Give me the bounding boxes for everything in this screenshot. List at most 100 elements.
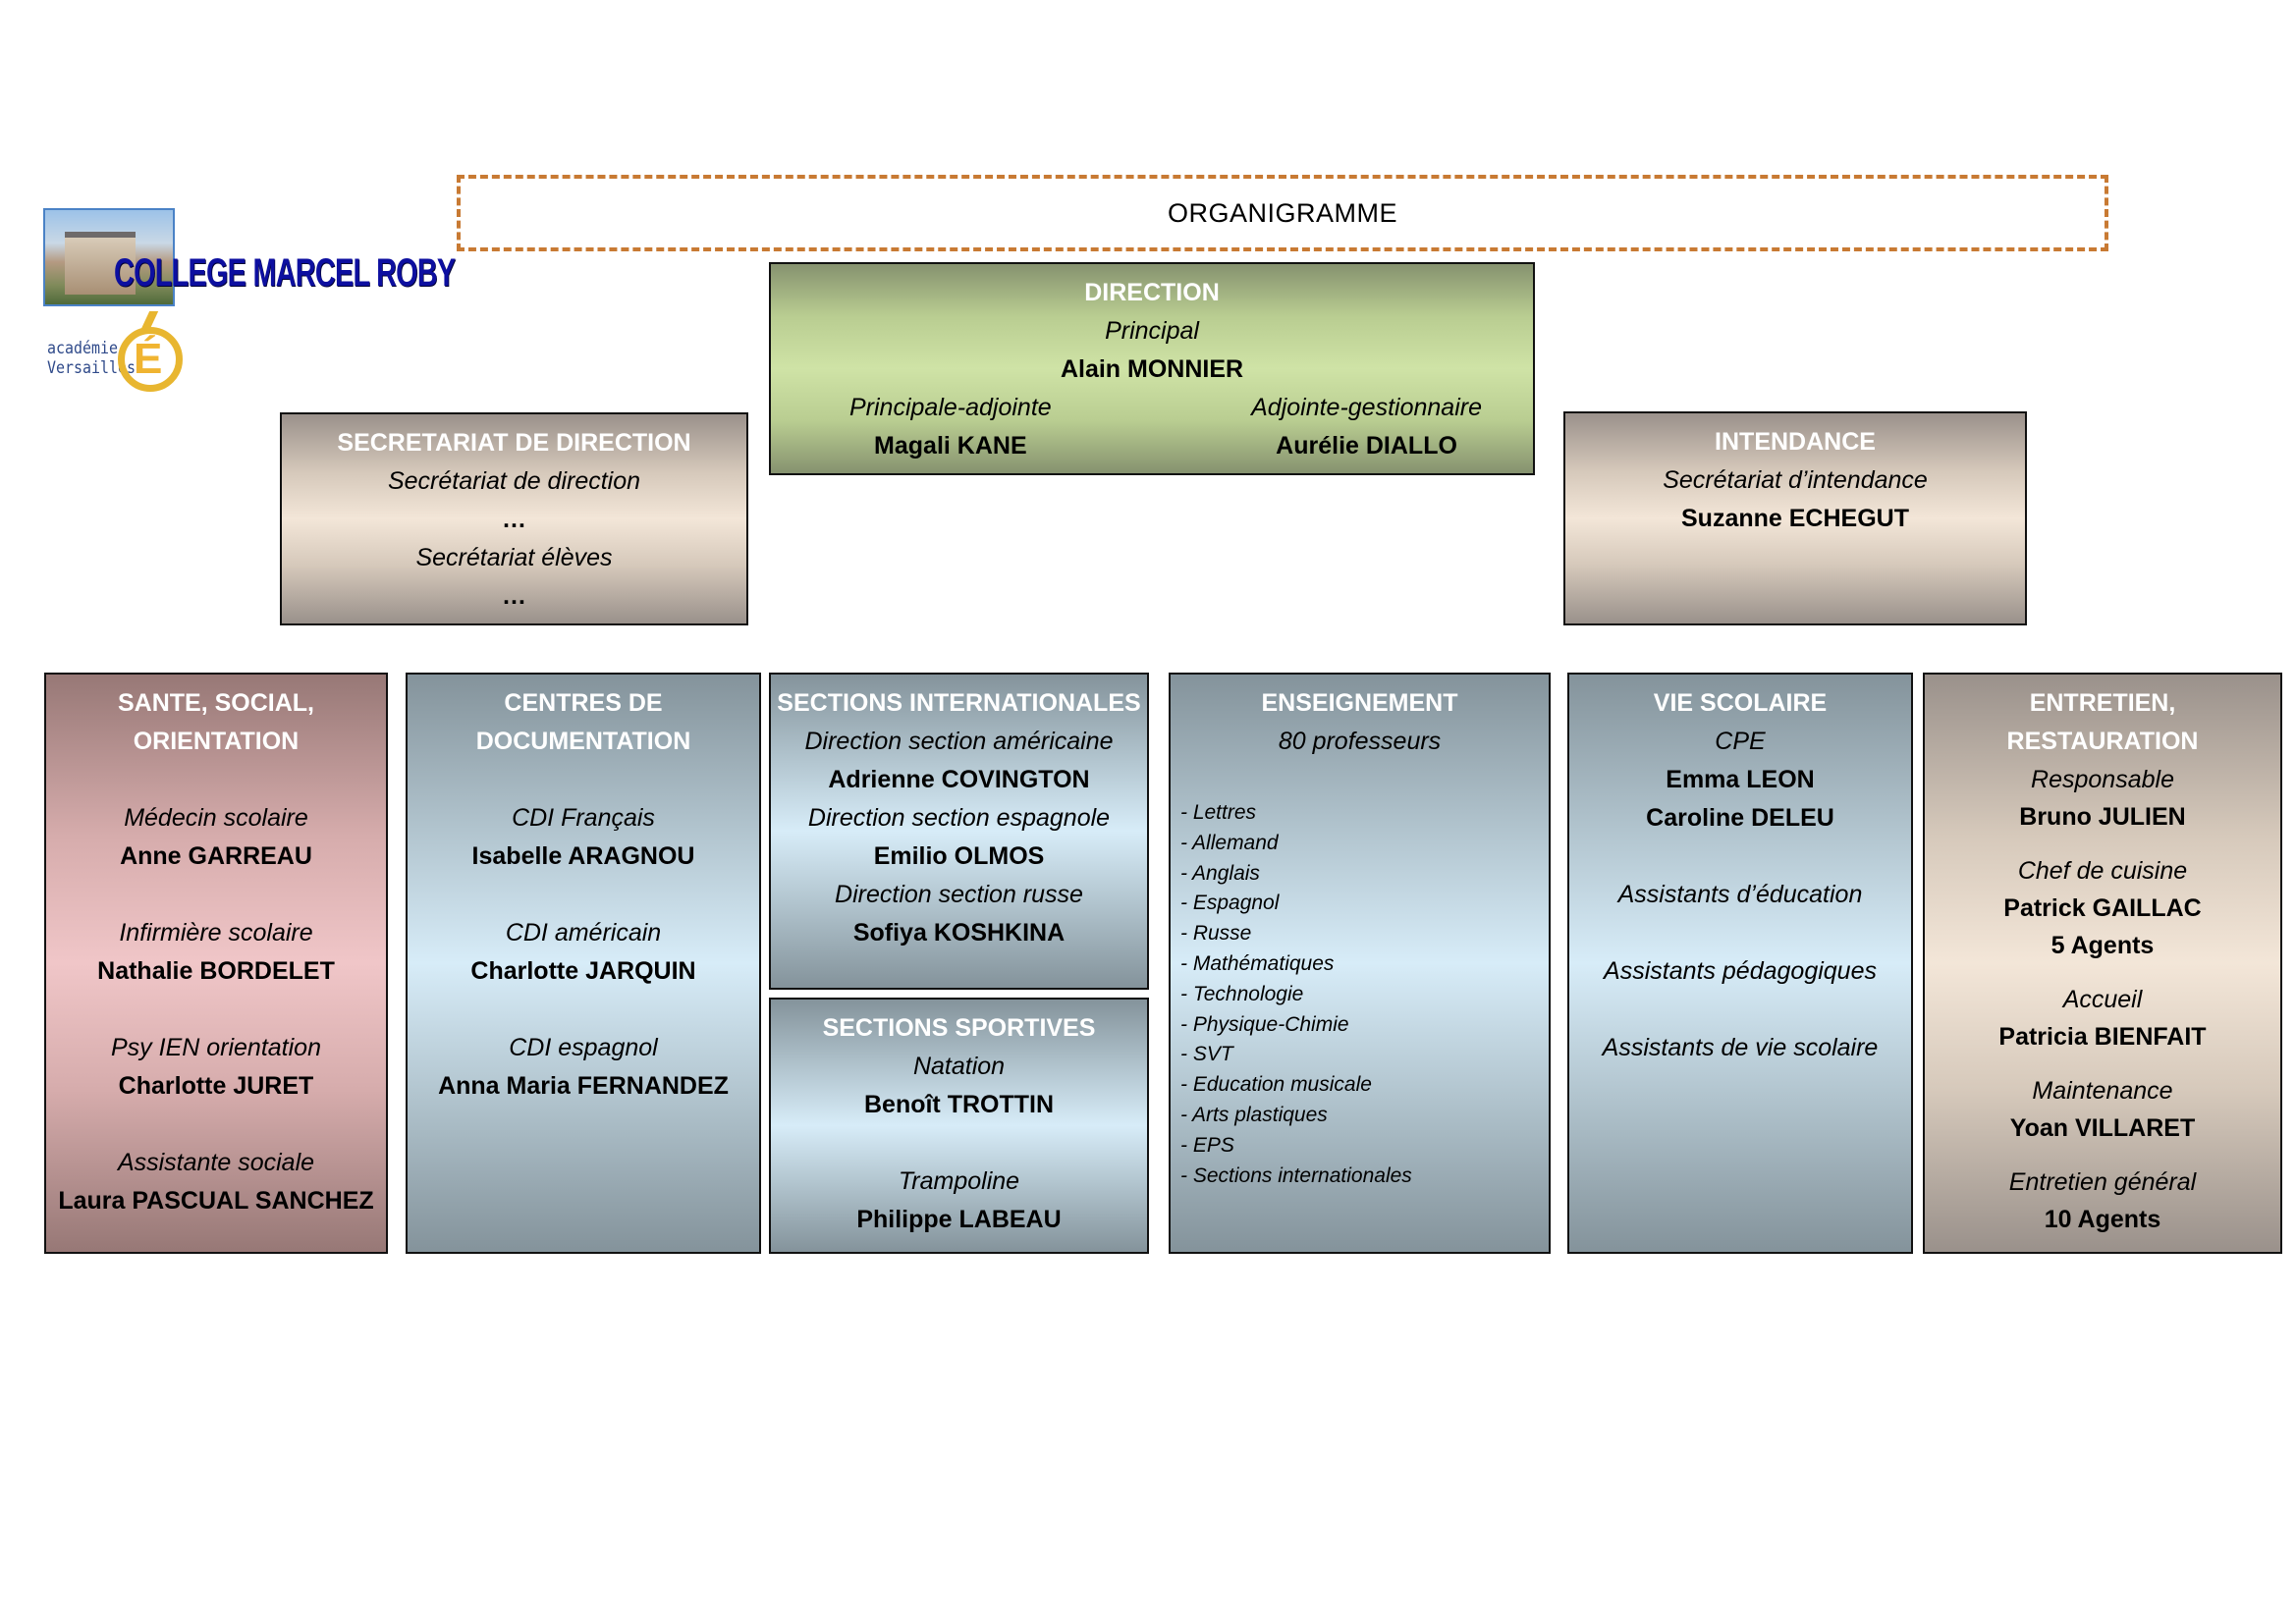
cdi-header-line2: DOCUMENTATION — [475, 728, 691, 755]
principal-name: Alain MONNIER — [1060, 355, 1244, 383]
page-title: ORGANIGRAMME — [1167, 197, 1397, 228]
subject-item: - Russe — [1180, 922, 1252, 946]
principal-role: Principal — [1105, 317, 1199, 345]
school-name: COLLEGE MARCEL ROBY — [114, 251, 456, 295]
assistant-role: Assistants de vie scolaire — [1602, 1034, 1879, 1061]
secretariat-header: SECRETARIAT DE DIRECTION — [337, 429, 691, 457]
school-building-photo — [43, 208, 175, 306]
general-role: Entretien général — [2008, 1168, 2197, 1196]
sport-role: Natation — [912, 1053, 1006, 1080]
section-role: Direction section espagnole — [807, 804, 1111, 832]
cdi-header-line1: CENTRES DE — [504, 689, 663, 717]
subject-list: - Lettres - Allemand - Anglais - Espagno… — [1171, 798, 1549, 1191]
sport-name: Philippe LABEAU — [856, 1206, 1062, 1233]
section-name: Sofiya KOSHKINA — [852, 919, 1066, 947]
intendance-box: INTENDANCE Secrétariat d’intendance Suza… — [1563, 411, 2027, 625]
subject-item: - SVT — [1180, 1043, 1233, 1066]
direction-box: DIRECTION Principal Alain MONNIER Princi… — [769, 262, 1535, 475]
sections-internationales-box: SECTIONS INTERNATIONALES Direction secti… — [769, 673, 1149, 990]
sante-name: Nathalie BORDELET — [97, 957, 335, 985]
entretien-header-line1: ENTRETIEN, — [2029, 689, 2176, 717]
subject-item: - Lettres — [1180, 801, 1257, 824]
assistant-role: Assistants pédagogiques — [1604, 957, 1877, 985]
gestionnaire-column: Adjointe-gestionnaire Aurélie DIALLO — [1251, 389, 1482, 465]
academy-line2: Versailles — [47, 358, 137, 378]
adjoint-name: Magali KANE — [874, 432, 1027, 460]
accueil-role: Accueil — [2062, 986, 2143, 1013]
sante-role: Infirmière scolaire — [119, 919, 313, 947]
intendance-role: Secrétariat d’intendance — [1663, 466, 1928, 494]
cpe-role: CPE — [1715, 728, 1766, 755]
subject-item: - Anglais — [1180, 861, 1260, 885]
intendance-name: Suzanne ECHEGUT — [1681, 505, 1909, 532]
chef-agents: 5 Agents — [2050, 932, 2155, 959]
entretien-box: ENTRETIEN, RESTAURATION Responsable Brun… — [1923, 673, 2282, 1254]
academy-emblem-accent-icon — [140, 311, 159, 329]
enseignement-box: ENSEIGNEMENT 80 professeurs - Lettres - … — [1169, 673, 1551, 1254]
sante-role: Médecin scolaire — [124, 804, 308, 832]
subject-item: - Allemand — [1180, 831, 1279, 854]
sections-internationales-header: SECTIONS INTERNATIONALES — [777, 689, 1141, 717]
secretariat-role-2: Secrétariat élèves — [415, 544, 613, 571]
secretariat-name-1: … — [502, 506, 526, 533]
responsable-name: Bruno JULIEN — [2019, 803, 2186, 831]
sante-name: Laura PASCUAL SANCHEZ — [58, 1187, 374, 1215]
subject-item: - Espagnol — [1180, 892, 1280, 915]
intendance-header: INTENDANCE — [1715, 428, 1876, 456]
vie-scolaire-box: VIE SCOLAIRE CPE Emma LEON Caroline DELE… — [1567, 673, 1913, 1254]
academy-emblem-icon: É — [134, 335, 163, 383]
maintenance-role: Maintenance — [2032, 1077, 2173, 1105]
sections-sportives-box: SECTIONS SPORTIVES Natation Benoît TROTT… — [769, 998, 1149, 1254]
secretariat-name-2: … — [502, 582, 526, 610]
sante-role: Psy IEN orientation — [111, 1034, 321, 1061]
chef-name: Patrick GAILLAC — [2003, 894, 2202, 922]
section-name: Adrienne COVINGTON — [828, 766, 1090, 793]
general-agents: 10 Agents — [2044, 1206, 2161, 1233]
responsable-role: Responsable — [2031, 766, 2174, 793]
adjoint-column: Principale-adjointe Magali KANE — [849, 389, 1052, 465]
cdi-role: CDI Français — [512, 804, 655, 832]
sections-sportives-header: SECTIONS SPORTIVES — [822, 1014, 1096, 1042]
sante-name: Charlotte JURET — [118, 1072, 314, 1100]
maintenance-name: Yoan VILLARET — [2009, 1114, 2196, 1142]
secretariat-box: SECRETARIAT DE DIRECTION Secrétariat de … — [280, 412, 748, 625]
cdi-role: CDI espagnol — [509, 1034, 658, 1061]
accueil-name: Patricia BIENFAIT — [1998, 1023, 2207, 1051]
academy-label: académie Versailles — [47, 339, 136, 378]
section-name: Emilio OLMOS — [873, 842, 1045, 870]
academy-emblem-ring-icon — [118, 327, 183, 392]
cpe-name: Caroline DELEU — [1646, 804, 1834, 832]
section-role: Direction section russe — [835, 881, 1083, 908]
gestionnaire-role: Adjointe-gestionnaire — [1251, 394, 1482, 421]
subject-item: - Physique-Chimie — [1180, 1012, 1349, 1036]
cdi-role: CDI américain — [505, 919, 662, 947]
sante-header-line2: ORIENTATION — [133, 728, 300, 755]
vie-scolaire-header: VIE SCOLAIRE — [1653, 689, 1828, 717]
subject-item: - Arts plastiques — [1180, 1103, 1328, 1126]
subject-item: - Technologie — [1180, 982, 1304, 1005]
cdi-name: Charlotte JARQUIN — [470, 957, 696, 985]
subject-item: - EPS — [1180, 1133, 1234, 1157]
sante-box: SANTE, SOCIAL, ORIENTATION Médecin scola… — [44, 673, 388, 1254]
subject-item: - Mathématiques — [1180, 951, 1335, 975]
cdi-name: Isabelle ARAGNOU — [471, 842, 695, 870]
cpe-name: Emma LEON — [1666, 766, 1815, 793]
enseignement-count: 80 professeurs — [1278, 728, 1442, 755]
section-role: Direction section américaine — [804, 728, 1114, 755]
sante-header-line1: SANTE, SOCIAL, — [117, 689, 314, 717]
gestionnaire-name: Aurélie DIALLO — [1276, 432, 1457, 460]
subject-item: - Education musicale — [1180, 1073, 1372, 1097]
page-title-box: ORGANIGRAMME — [457, 175, 2108, 251]
chef-role: Chef de cuisine — [2017, 857, 2188, 885]
sport-role: Trampoline — [898, 1167, 1020, 1195]
assistant-role: Assistants d’éducation — [1617, 881, 1863, 908]
direction-header: DIRECTION — [1084, 279, 1220, 306]
cdi-box: CENTRES DE DOCUMENTATION CDI Français Is… — [406, 673, 761, 1254]
subject-item: - Sections internationales — [1180, 1163, 1412, 1187]
school-logo: COLLEGE MARCEL ROBY académie Versailles … — [43, 206, 456, 412]
sante-role: Assistante sociale — [117, 1149, 315, 1176]
secretariat-role-1: Secrétariat de direction — [387, 467, 641, 495]
sport-name: Benoît TROTTIN — [863, 1091, 1055, 1118]
cdi-name: Anna Maria FERNANDEZ — [438, 1072, 729, 1100]
adjoint-role: Principale-adjointe — [849, 394, 1052, 421]
